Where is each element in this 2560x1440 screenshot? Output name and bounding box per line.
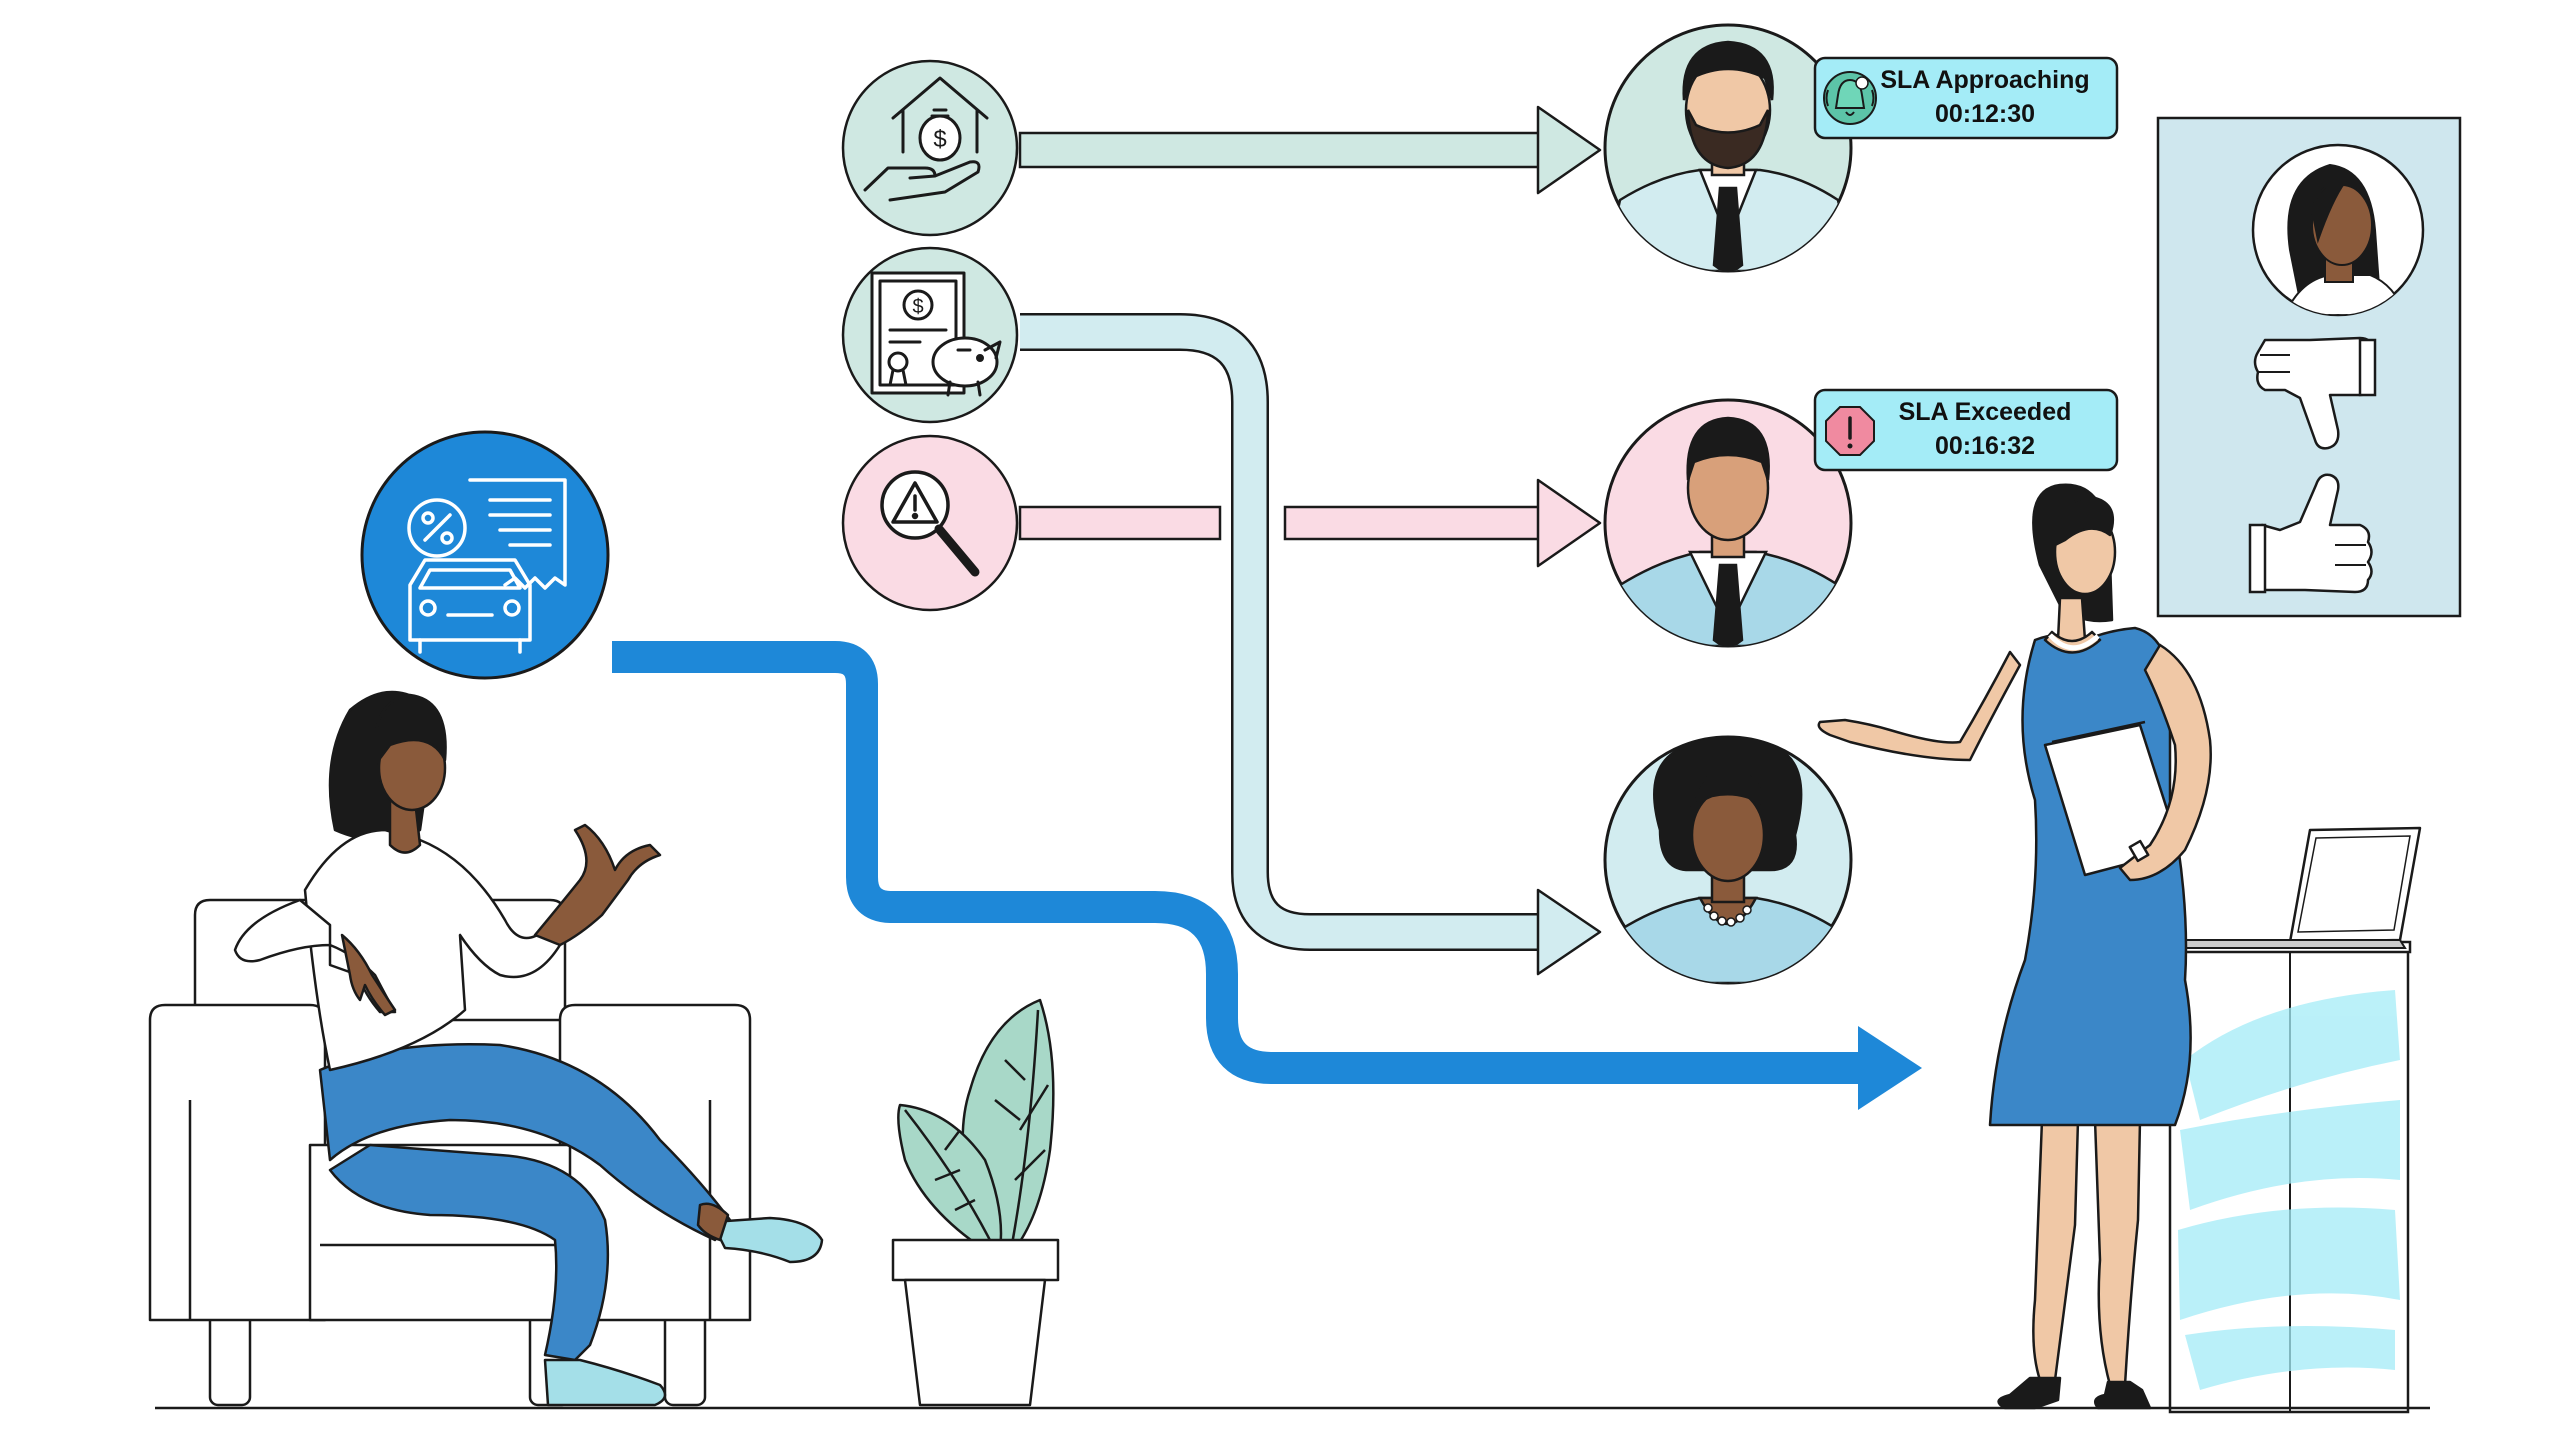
agent-avatar-bearded-man (1603, 23, 1853, 273)
manager-avatar (2251, 143, 2425, 317)
car-loan-document-icon (360, 430, 610, 680)
warning-magnifier-icon (841, 434, 1019, 612)
sla-approaching-time: 00:12:30 (1935, 100, 2035, 128)
flow-arrow-certificate-to-agent-3 (1020, 313, 1602, 976)
agent-avatar-man-tie (1603, 398, 1853, 648)
sla-exceeded-badge: SLA Exceeded 00:16:32 (1813, 388, 2119, 472)
manager-standing-woman (1817, 483, 2212, 1410)
flow-arrow-warning-to-agent-2 (1018, 478, 1602, 568)
agent-avatar-curly-woman (1603, 735, 1853, 985)
flow-arrow-house-to-agent-1 (1018, 105, 1602, 195)
svg-text:$: $ (912, 296, 923, 318)
thumbs-down-icon[interactable] (2253, 336, 2377, 450)
certificate-piggy-bank-icon: $ (841, 246, 1019, 424)
flow-arrows (612, 105, 1922, 1110)
sla-approaching-label: SLA Approaching (1880, 66, 2089, 94)
feedback-panel (2156, 116, 2462, 618)
sla-exceeded-label: SLA Exceeded (1899, 398, 2072, 426)
sla-approaching-badge: SLA Approaching 00:12:30 (1813, 56, 2119, 140)
bell-alert-icon (1823, 71, 1877, 125)
sla-exceeded-time: 00:16:32 (1935, 432, 2035, 460)
agent-avatars (1603, 23, 1853, 985)
potted-plant (891, 998, 1060, 1407)
pearl-necklace (1703, 903, 1752, 927)
flow-arrow-customer-to-manager (612, 641, 1922, 1110)
desk-with-laptop (2166, 826, 2422, 1414)
house-money-hand-icon: $ (841, 59, 1019, 237)
svg-text:$: $ (933, 126, 946, 153)
source-icon-circles: $ $ (360, 59, 1019, 680)
warning-octagon-icon (1825, 406, 1875, 456)
laptop-icon (2173, 826, 2422, 949)
customer-sitting-woman (233, 690, 824, 1407)
thumbs-up-icon[interactable] (2248, 473, 2373, 594)
